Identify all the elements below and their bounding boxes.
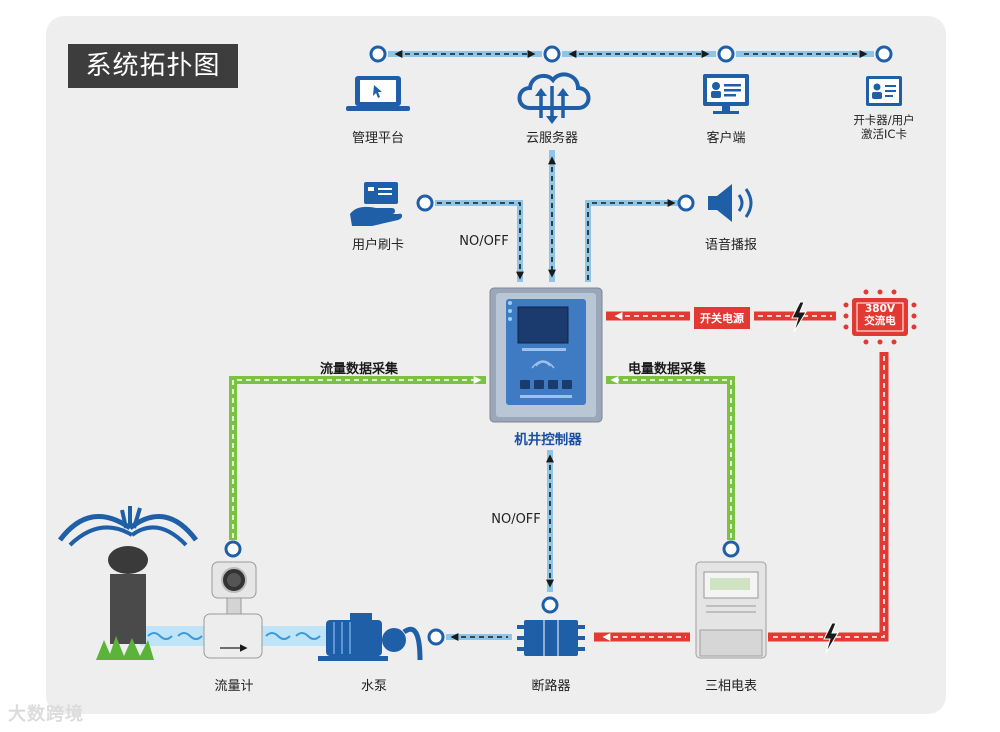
link-ac-meter — [768, 352, 889, 642]
label-card-issuer: 开卡器/用户 激活IC卡 — [853, 113, 914, 141]
sprinkler-icon — [58, 506, 198, 660]
label-power-switch: 开关电源 — [694, 307, 750, 329]
client-monitor-icon — [703, 74, 749, 114]
node-dot-pump — [427, 628, 445, 646]
three-phase-meter-icon — [695, 561, 767, 659]
pump-icon — [318, 613, 423, 661]
label-flowmeter: 流量计 — [214, 679, 254, 694]
node-dot-cloud — [543, 45, 561, 63]
label-breaker-signal: NO/OFF — [491, 512, 541, 527]
controller-device — [489, 287, 603, 423]
flowmeter-icon — [203, 561, 263, 659]
label-flow-collect: 流量数据采集 — [319, 362, 399, 377]
label-pump: 水泵 — [360, 679, 388, 694]
node-dot-voice — [677, 194, 695, 212]
node-dot-swipe — [416, 194, 434, 212]
label-ac-power: 380V 交流电 — [864, 303, 896, 327]
watermark-logo: 大数跨境 — [8, 704, 84, 725]
speaker-icon — [708, 184, 753, 222]
label-ac-voltage: 380V — [864, 303, 896, 315]
lightning-icon-lower — [823, 622, 839, 654]
label-card-issuer-line2: 激活IC卡 — [861, 127, 907, 141]
node-dot-client — [717, 45, 735, 63]
node-dot-issuer — [875, 45, 893, 63]
water-pipe — [140, 626, 326, 646]
cloud-server-icon — [517, 72, 591, 124]
node-dot-meter — [722, 540, 740, 558]
breaker-icon — [517, 620, 585, 656]
label-client: 客户端 — [706, 131, 746, 146]
label-cloud: 云服务器 — [525, 131, 579, 146]
lightning-icon-upper — [791, 301, 807, 333]
link-controller-voice — [585, 199, 678, 282]
label-ac-type: 交流电 — [864, 315, 896, 327]
label-breaker: 断路器 — [531, 679, 571, 694]
card-swipe-icon — [350, 182, 403, 226]
node-dot-breaker — [541, 596, 559, 614]
link-swipe-controller — [435, 200, 524, 282]
label-power-collect: 电量数据采集 — [627, 362, 707, 377]
label-management: 管理平台 — [351, 131, 405, 146]
label-card-swipe: 用户刷卡 — [351, 238, 405, 253]
label-controller: 机井控制器 — [514, 432, 582, 448]
node-dot-mgmt — [369, 45, 387, 63]
label-card-issuer-line1: 开卡器/用户 — [853, 113, 915, 127]
link-meter-controller — [606, 376, 735, 540]
link-flow-controller — [229, 376, 486, 540]
label-meter: 三相电表 — [704, 679, 758, 694]
node-dot-flowmeter — [224, 540, 242, 558]
ac-power-module — [843, 289, 917, 345]
label-swipe-signal: NO/OFF — [459, 234, 509, 249]
label-voice: 语音播报 — [704, 238, 758, 253]
diagram-title: 系统拓扑图 — [68, 44, 238, 88]
laptop-icon — [346, 76, 410, 111]
id-card-icon — [866, 76, 902, 106]
